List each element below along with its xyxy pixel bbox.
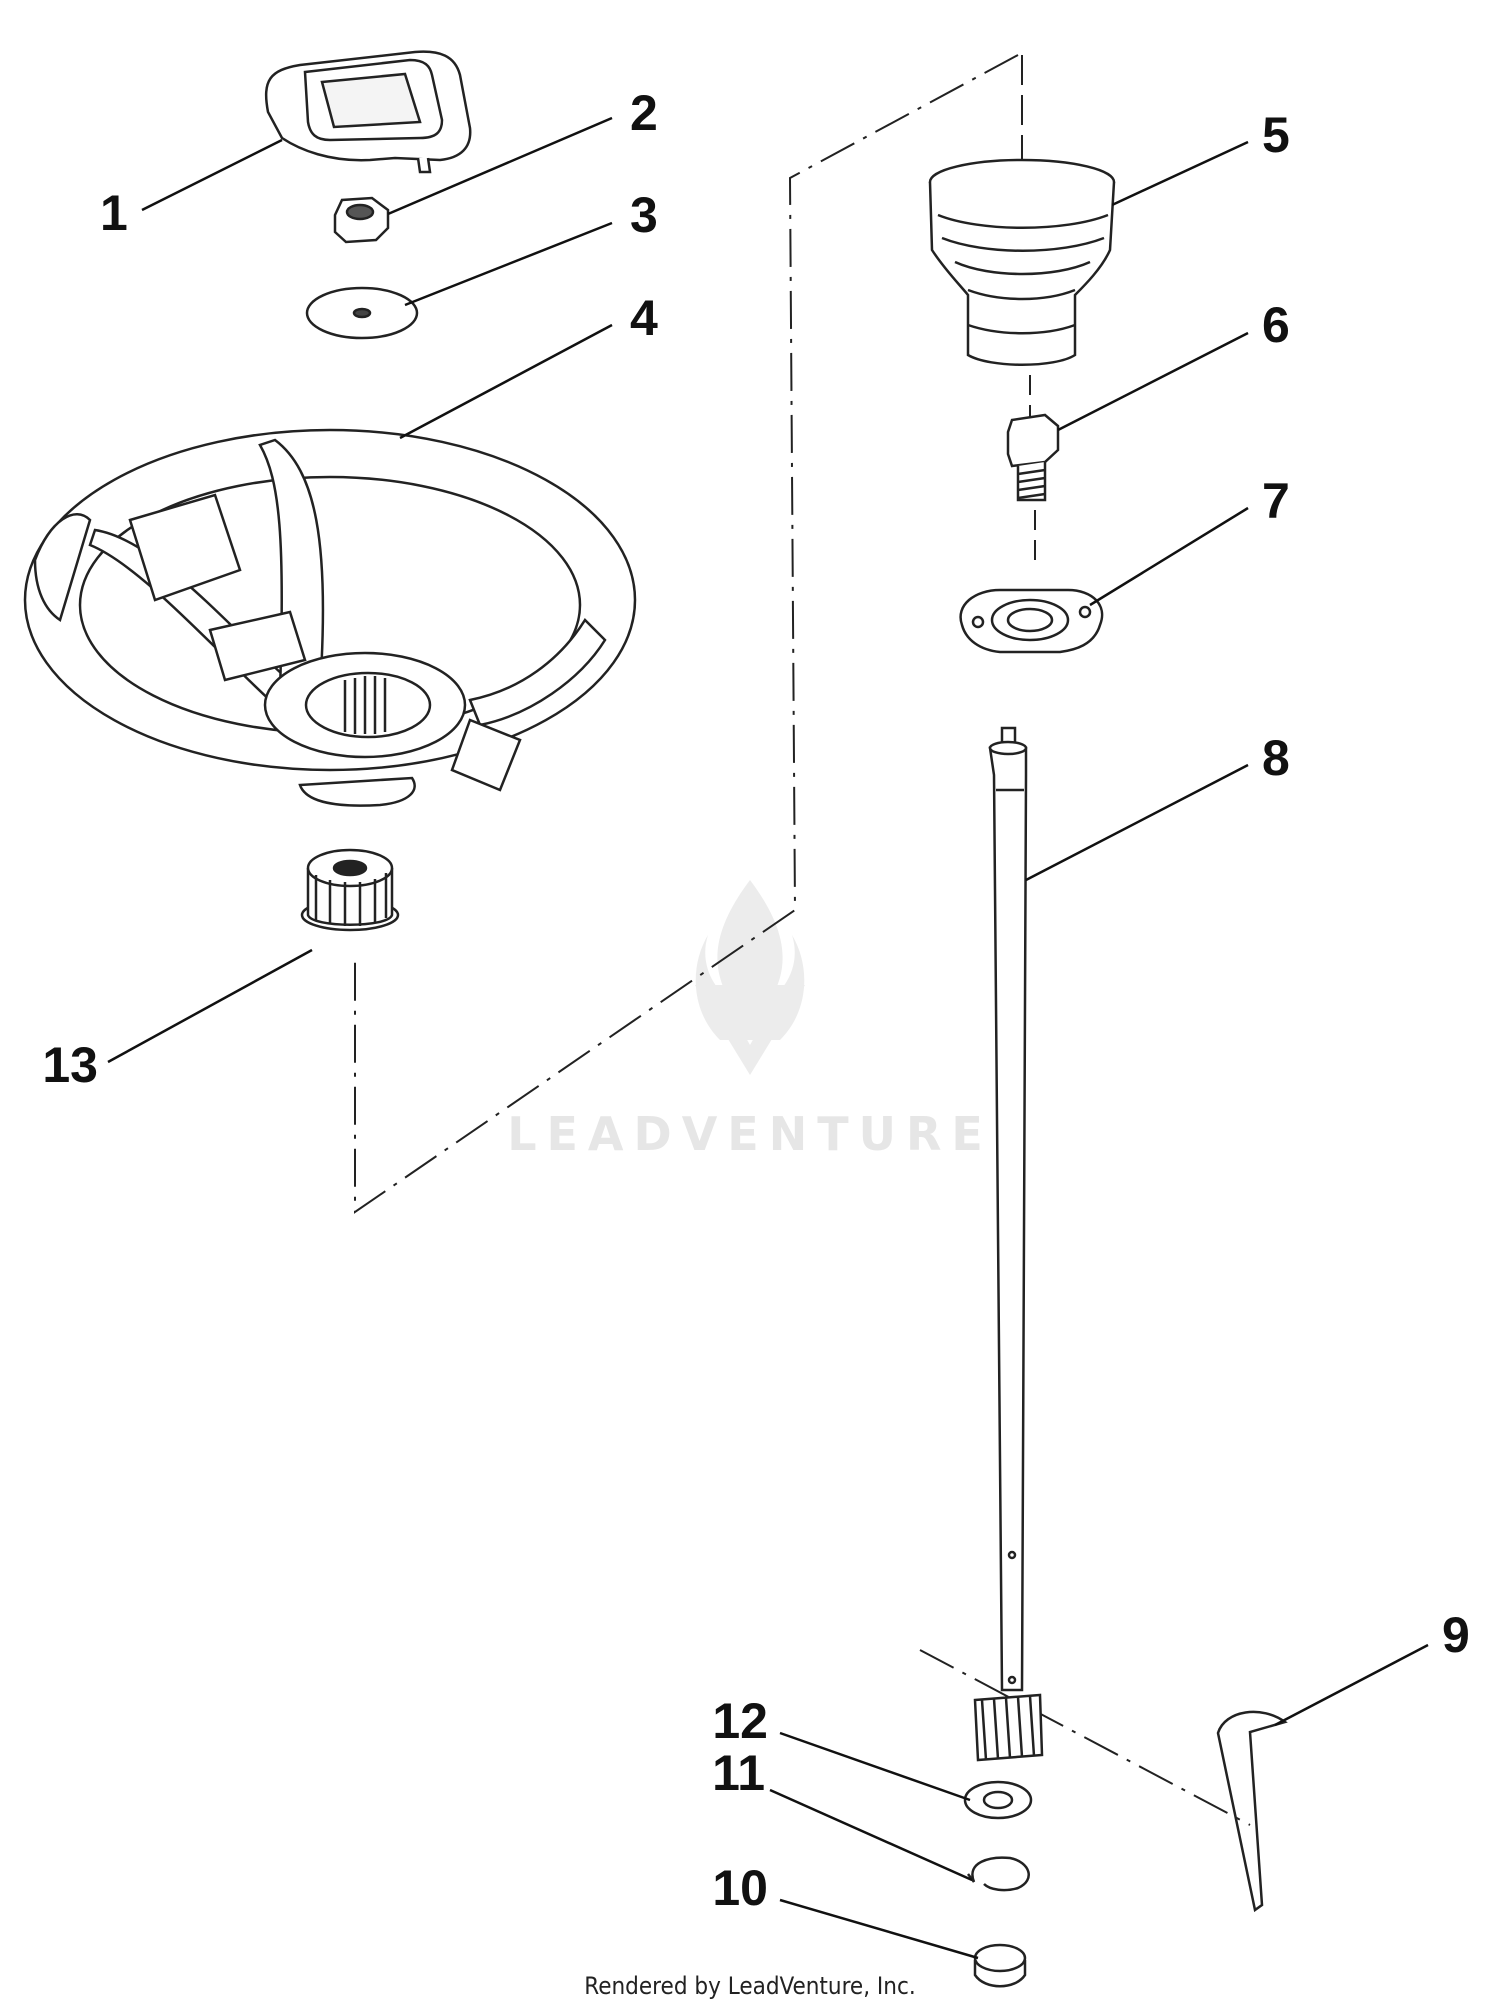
callout-9: 9: [1442, 1607, 1470, 1663]
leader-5: [1111, 140, 1249, 207]
assembly-lines: [354, 54, 1251, 1826]
leader-12: [779, 1731, 971, 1802]
leader-4: [399, 323, 613, 440]
callout-7: 7: [1262, 473, 1290, 529]
retaining-ring-part: [967, 1856, 1030, 1892]
v-logo-icon: [695, 985, 805, 1075]
flange-bearing-part: [959, 588, 1104, 654]
steering-shaft-part: [973, 726, 1044, 1762]
leader-7: [1089, 506, 1249, 607]
callout-2: 2: [630, 85, 658, 141]
washer-part: [305, 286, 419, 340]
bellows-boot-part: [928, 158, 1116, 366]
steering-wheel-part: [23, 428, 637, 807]
cap-part: [973, 1943, 1027, 1988]
leader-lines: [107, 116, 1429, 1960]
leader-1: [141, 138, 283, 212]
leader-6: [1057, 331, 1249, 432]
callout-8: 8: [1262, 730, 1290, 786]
key-part: [1216, 1710, 1288, 1913]
leader-9: [1274, 1643, 1429, 1727]
spline-adapter-part: [300, 848, 400, 932]
callout-5: 5: [1262, 107, 1290, 163]
leader-10: [779, 1898, 979, 1960]
callout-numbers: 1 2 3 4 5 6 7 8 9 10 11 12 13: [42, 85, 1469, 1916]
callout-13: 13: [42, 1037, 98, 1093]
leader-3: [404, 221, 613, 307]
leader-2: [387, 116, 613, 216]
leader-11: [769, 1788, 973, 1882]
callout-3: 3: [630, 187, 658, 243]
bolt-part: [1006, 413, 1060, 502]
callout-10: 10: [712, 1860, 768, 1916]
callout-6: 6: [1262, 297, 1290, 353]
callout-1: 1: [100, 185, 128, 241]
callout-12: 12: [712, 1693, 768, 1749]
lower-washer-part: [963, 1780, 1033, 1820]
footer-credit: Rendered by LeadVenture, Inc.: [584, 1972, 916, 2000]
hub-cap-part: [264, 50, 472, 174]
watermark: LEADVENTURE: [507, 880, 993, 1161]
nut-part: [333, 196, 390, 244]
callout-11: 11: [712, 1745, 765, 1801]
leader-8: [1025, 763, 1249, 882]
callout-4: 4: [630, 290, 658, 346]
flame-logo-icon: [695, 880, 805, 1040]
watermark-text: LEADVENTURE: [507, 1107, 993, 1161]
leader-13: [107, 948, 313, 1064]
